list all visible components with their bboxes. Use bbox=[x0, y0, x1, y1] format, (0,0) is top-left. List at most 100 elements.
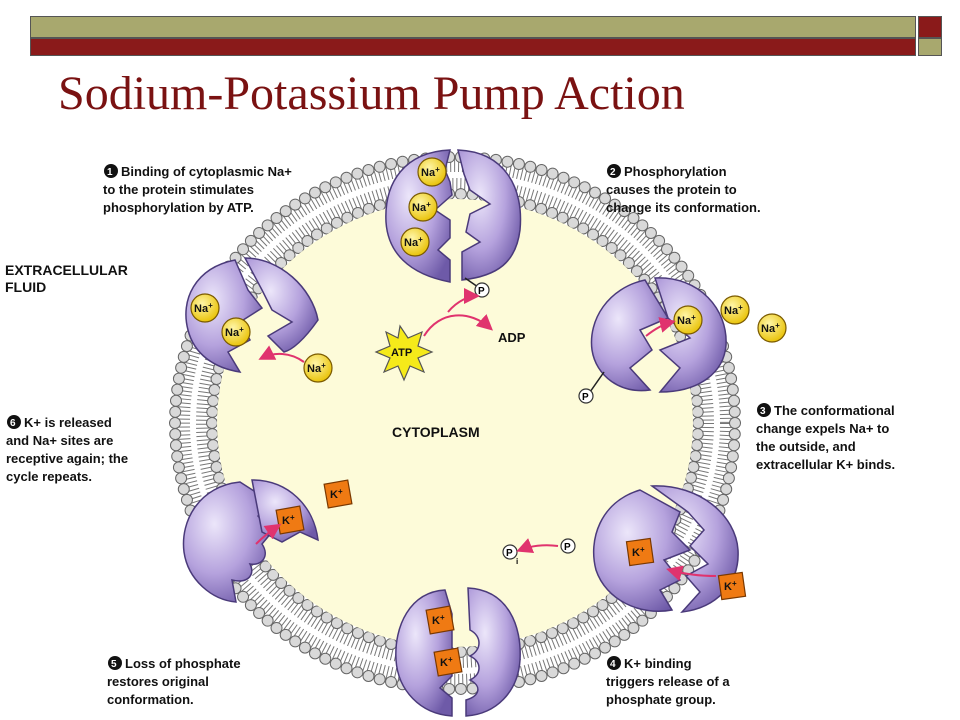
phospholipid-head bbox=[289, 635, 302, 648]
phospholipid-head bbox=[726, 450, 739, 463]
phospholipid-head bbox=[237, 243, 250, 256]
svg-text:5: 5 bbox=[111, 659, 117, 670]
phospholipid-head bbox=[309, 647, 321, 660]
phospholipid-head bbox=[396, 155, 409, 168]
phosphate-release-arrow bbox=[516, 538, 559, 553]
phospholipid-head bbox=[535, 631, 548, 644]
svg-text:Loss of phosphate: Loss of phosphate bbox=[125, 656, 241, 671]
phospholipid-head bbox=[535, 669, 548, 682]
sodium-ion-right-3: Na+ bbox=[757, 313, 787, 343]
step-6: 6 K+ is released and Na+ sites are recep… bbox=[6, 415, 128, 484]
phospholipid-head bbox=[261, 219, 274, 232]
phospholipid-head bbox=[351, 666, 364, 679]
phospholipid-head bbox=[362, 202, 375, 215]
phospholipid-head bbox=[261, 614, 274, 627]
svg-text:P: P bbox=[582, 392, 589, 403]
phospholipid-head bbox=[177, 350, 190, 363]
phospholipid-head bbox=[682, 269, 695, 282]
phospholipid-head bbox=[169, 428, 182, 441]
phospholipid-head bbox=[373, 160, 386, 173]
phospholipid-head bbox=[320, 222, 333, 235]
potassium-ion-free: K+ bbox=[323, 479, 353, 509]
phospholipid-head bbox=[253, 226, 266, 239]
phospholipid-head bbox=[689, 450, 702, 463]
phospholipid-head bbox=[599, 192, 612, 205]
phospholipid-head bbox=[244, 234, 257, 247]
phospholipid-head bbox=[443, 682, 456, 695]
header-corner-maroon bbox=[918, 16, 942, 38]
phospholipid-head bbox=[270, 621, 283, 634]
phospholipid-head bbox=[351, 167, 364, 180]
phospholipid-head bbox=[210, 460, 223, 473]
phospholipid-head bbox=[728, 428, 741, 441]
phospholipid-head bbox=[206, 428, 219, 441]
step-5: 5 Loss of phosphate restores original co… bbox=[107, 656, 241, 707]
phospholipid-head bbox=[567, 216, 580, 229]
atp-starburst: ATP bbox=[374, 324, 434, 382]
phospholipid-head bbox=[567, 617, 580, 630]
svg-text:Na+: Na+ bbox=[724, 303, 743, 317]
phospholipid-head bbox=[636, 614, 649, 627]
phospholipid-head bbox=[524, 199, 537, 212]
phospholipid-head bbox=[341, 211, 354, 224]
phospholipid-head bbox=[213, 471, 226, 484]
phospholipid-head bbox=[728, 394, 741, 407]
phospholipid-head bbox=[608, 635, 621, 648]
phospholipid-head bbox=[636, 219, 649, 232]
phospholipid-head bbox=[298, 192, 311, 205]
phospholipid-head bbox=[577, 611, 590, 624]
phospholipid-head bbox=[618, 205, 631, 218]
svg-text:Na+: Na+ bbox=[761, 321, 780, 335]
svg-text:K+ is released: K+ is released bbox=[24, 415, 112, 430]
pump-protein-state-6 bbox=[185, 257, 319, 373]
phospholipid-head bbox=[320, 611, 333, 624]
phospholipid-head bbox=[557, 662, 570, 675]
phospholipid-head bbox=[578, 652, 591, 665]
svg-text:K+: K+ bbox=[632, 545, 645, 559]
phospholipid-head bbox=[728, 405, 741, 418]
phospholipid-head bbox=[524, 634, 537, 647]
phospholipid-head bbox=[171, 450, 184, 463]
svg-text:Na+: Na+ bbox=[677, 313, 696, 327]
adp-label: ADP bbox=[498, 330, 526, 345]
phospholipid-head bbox=[599, 641, 612, 654]
sodium-ion-left-3: Na+ bbox=[303, 353, 333, 383]
sodium-entry-arrow bbox=[258, 345, 305, 363]
phospholipid-head bbox=[301, 235, 314, 248]
svg-text:4: 4 bbox=[610, 659, 616, 670]
atp-label: ATP bbox=[391, 347, 412, 359]
svg-text:K+: K+ bbox=[330, 487, 343, 501]
phospholipid-head bbox=[207, 439, 220, 452]
phospholipid-head bbox=[373, 634, 386, 647]
sodium-ion-left-2: Na+ bbox=[221, 317, 251, 347]
header-bar-maroon bbox=[30, 38, 916, 56]
phospholipid-head bbox=[385, 637, 398, 650]
phospholipid-head bbox=[319, 181, 332, 194]
svg-text:Phosphorylation: Phosphorylation bbox=[624, 164, 727, 179]
phospholipid-head bbox=[329, 657, 342, 670]
phospholipid-head bbox=[725, 372, 738, 385]
phospholipid-head bbox=[208, 450, 221, 463]
phospholipid-head bbox=[587, 228, 600, 241]
phospholipid-head bbox=[298, 641, 311, 654]
phospholipid-head bbox=[644, 226, 657, 239]
phospholipid-head bbox=[275, 576, 288, 589]
sodium-ion-top-3: Na+ bbox=[400, 227, 430, 257]
step-4: 4 K+ binding triggers release of a phosp… bbox=[606, 656, 730, 707]
phospholipid-head bbox=[608, 198, 621, 211]
phospholipid-head bbox=[605, 241, 618, 254]
phospholipid-head bbox=[244, 599, 257, 612]
phospholipid-head bbox=[722, 472, 735, 485]
pump-protein-state-2 bbox=[589, 277, 727, 393]
phospholipid-head bbox=[210, 373, 223, 386]
potassium-ion-bottom-2: K+ bbox=[433, 647, 463, 677]
phospholipid-head bbox=[618, 628, 631, 641]
phospholipid-head bbox=[341, 622, 354, 635]
phospholipid-head bbox=[596, 598, 609, 611]
potassium-ion-left-1: K+ bbox=[275, 505, 305, 535]
phospholipid-head bbox=[690, 439, 703, 452]
phospholipid-head bbox=[253, 607, 266, 620]
phospholipid-head bbox=[310, 605, 323, 618]
phospholipid-head bbox=[362, 669, 375, 682]
sodium-ion-right-1: Na+ bbox=[673, 305, 703, 335]
